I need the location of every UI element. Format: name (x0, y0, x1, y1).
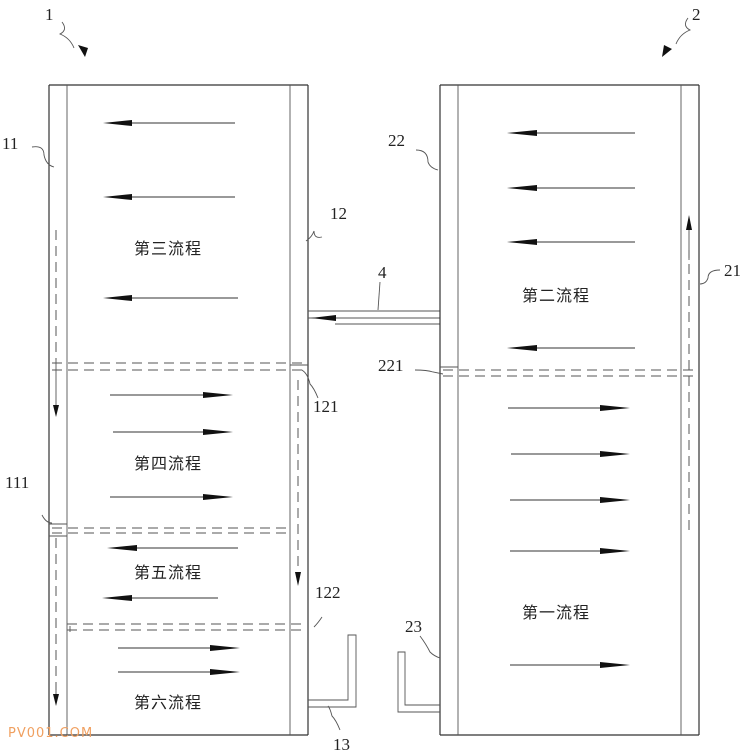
label-11: 11 (2, 134, 18, 153)
down-arrow-icon (53, 694, 59, 706)
left-arrow-icon (507, 185, 537, 191)
fourth-stage-arrows (110, 392, 233, 500)
right-arrow-icon (203, 429, 233, 435)
label-21: 21 (724, 261, 741, 280)
label-122: 122 (315, 583, 341, 602)
right-arrow-icon (600, 451, 630, 457)
right-arrow-icon (203, 392, 233, 398)
left-arrow-icon (103, 194, 132, 200)
right-arrow-icon (210, 645, 240, 651)
stage-second: 第二流程 (522, 286, 590, 305)
stage-fifth: 第五流程 (134, 563, 202, 582)
label-111: 111 (5, 473, 29, 492)
down-arrow-icon (295, 572, 301, 586)
left-arrow-icon (507, 239, 537, 245)
right-unit (439, 84, 700, 736)
label-12: 12 (330, 204, 347, 223)
stage-third: 第三流程 (134, 239, 202, 258)
left-arrow-icon (507, 130, 537, 136)
label-22: 22 (388, 131, 405, 150)
label-23: 23 (405, 617, 422, 636)
right-arrow-icon (203, 494, 233, 500)
third-stage-arrows (103, 120, 238, 301)
inlet-pipe-23 (397, 651, 440, 713)
pointer-arrow-icon (662, 45, 672, 57)
left-arrow-icon (103, 295, 132, 301)
sixth-stage-arrows (118, 645, 240, 675)
leader-lines (31, 17, 721, 731)
second-stage-arrows (507, 130, 635, 351)
label-13: 13 (333, 735, 350, 754)
left-arrow-icon (103, 120, 132, 126)
left-arrow-icon (311, 315, 336, 321)
outlet-pipe-13 (308, 634, 357, 708)
label-2: 2 (692, 5, 701, 24)
label-221: 221 (378, 356, 404, 375)
left-arrow-icon (107, 545, 137, 551)
right-arrow-icon (600, 548, 630, 554)
right-arrow-icon (600, 405, 630, 411)
label-121: 121 (313, 397, 339, 416)
stage-sixth: 第六流程 (134, 693, 202, 712)
left-arrow-icon (507, 345, 537, 351)
left-arrow-icon (102, 595, 132, 601)
stage-fourth: 第四流程 (134, 454, 202, 473)
connecting-pipe-4 (308, 310, 440, 325)
first-stage-arrows (508, 405, 630, 668)
up-arrow-icon (686, 215, 692, 230)
right-arrow-icon (210, 669, 240, 675)
stage-first: 第一流程 (522, 603, 590, 622)
label-4: 4 (378, 263, 387, 282)
pointer-arrow-icon (78, 45, 88, 57)
watermark: PV001.COM (8, 726, 93, 741)
right-arrow-icon (600, 497, 630, 503)
left-unit (48, 84, 309, 736)
label-1: 1 (45, 5, 54, 24)
fifth-stage-arrows (102, 545, 238, 601)
right-arrow-icon (600, 662, 630, 668)
down-arrow-icon (53, 405, 59, 417)
